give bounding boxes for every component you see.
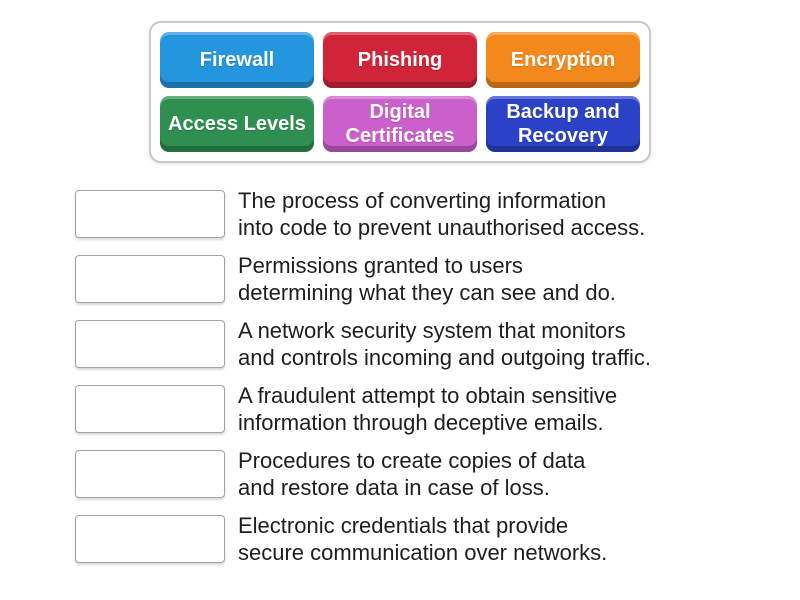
- drop-zone[interactable]: [75, 515, 225, 563]
- definition-text: A fraudulent attempt to obtain sensitive…: [238, 382, 617, 436]
- drop-zone[interactable]: [75, 320, 225, 368]
- definition-line: Permissions granted to users: [238, 253, 523, 278]
- match-row: The process of converting information in…: [75, 187, 765, 255]
- tile-access-levels[interactable]: Access Levels: [160, 96, 314, 152]
- definition-line: A fraudulent attempt to obtain sensitive: [238, 383, 618, 408]
- match-row: A network security system that monitors …: [75, 317, 765, 385]
- match-row: Permissions granted to users determining…: [75, 252, 765, 320]
- definition-text: Permissions granted to users determining…: [238, 252, 616, 306]
- tile-phishing[interactable]: Phishing: [323, 32, 477, 88]
- definition-line: into code to prevent unauthorised access…: [238, 215, 646, 240]
- definition-line: determining what they can see and do.: [238, 280, 616, 305]
- definition-line: Procedures to create copies of data: [238, 448, 586, 473]
- definition-line: The process of converting information: [238, 188, 607, 213]
- definition-text: A network security system that monitors …: [238, 317, 651, 371]
- definition-line: secure communication over networks.: [238, 540, 608, 565]
- match-row: Procedures to create copies of data and …: [75, 447, 765, 515]
- tile-encryption[interactable]: Encryption: [486, 32, 640, 88]
- definition-line: Electronic credentials that provide: [238, 513, 569, 538]
- drop-zone[interactable]: [75, 190, 225, 238]
- match-list: The process of converting information in…: [75, 187, 765, 580]
- definition-text: Electronic credentials that provide secu…: [238, 512, 607, 566]
- drop-zone[interactable]: [75, 385, 225, 433]
- definition-line: information through deceptive emails.: [238, 410, 604, 435]
- word-bank: Firewall Phishing Encryption Access Leve…: [149, 21, 651, 163]
- drop-zone[interactable]: [75, 255, 225, 303]
- definition-line: and controls incoming and outgoing traff…: [238, 345, 651, 370]
- match-row: A fraudulent attempt to obtain sensitive…: [75, 382, 765, 450]
- tile-digital-certificates[interactable]: Digital Certificates: [323, 96, 477, 152]
- tile-backup-and-recovery[interactable]: Backup and Recovery: [486, 96, 640, 152]
- match-row: Electronic credentials that provide secu…: [75, 512, 765, 580]
- definition-text: The process of converting information in…: [238, 187, 645, 241]
- definition-line: and restore data in case of loss.: [238, 475, 550, 500]
- definition-text: Procedures to create copies of data and …: [238, 447, 585, 501]
- drop-zone[interactable]: [75, 450, 225, 498]
- definition-line: A network security system that monitors: [238, 318, 626, 343]
- tile-firewall[interactable]: Firewall: [160, 32, 314, 88]
